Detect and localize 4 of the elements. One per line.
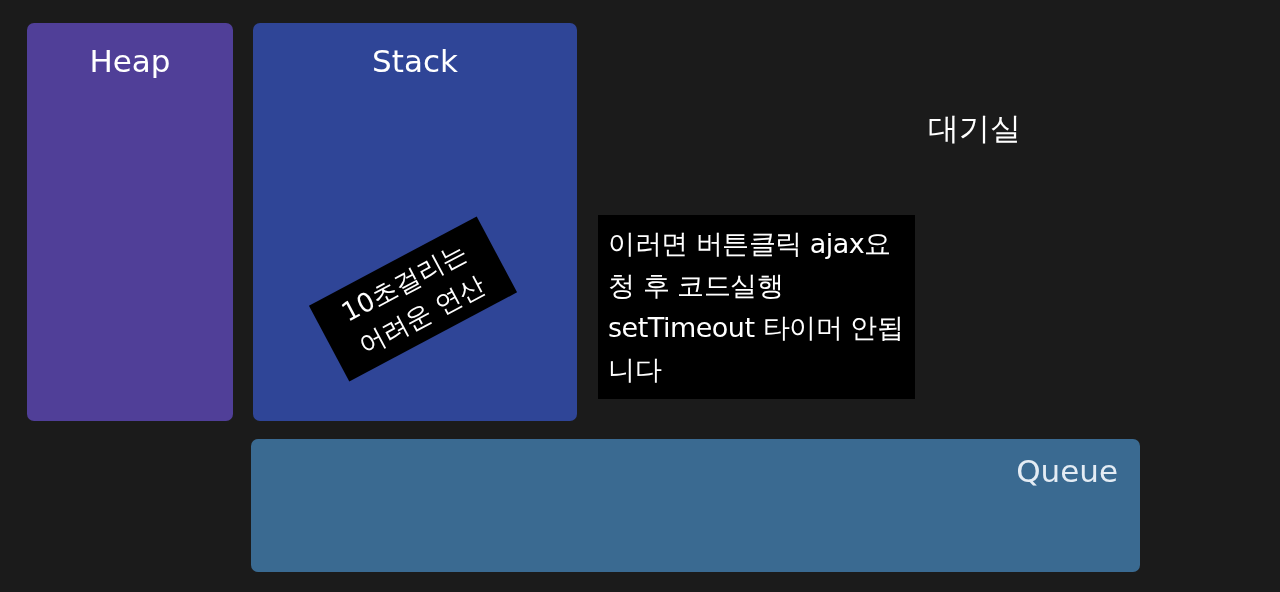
queue-box: Queue <box>251 439 1140 572</box>
heap-box: Heap <box>27 23 233 421</box>
label-text: 대기실 <box>928 109 1021 148</box>
note-box: 이러면 버튼클릭 ajax요청 후 코드실행 setTimeout 타이머 안됩니다 <box>598 215 915 399</box>
